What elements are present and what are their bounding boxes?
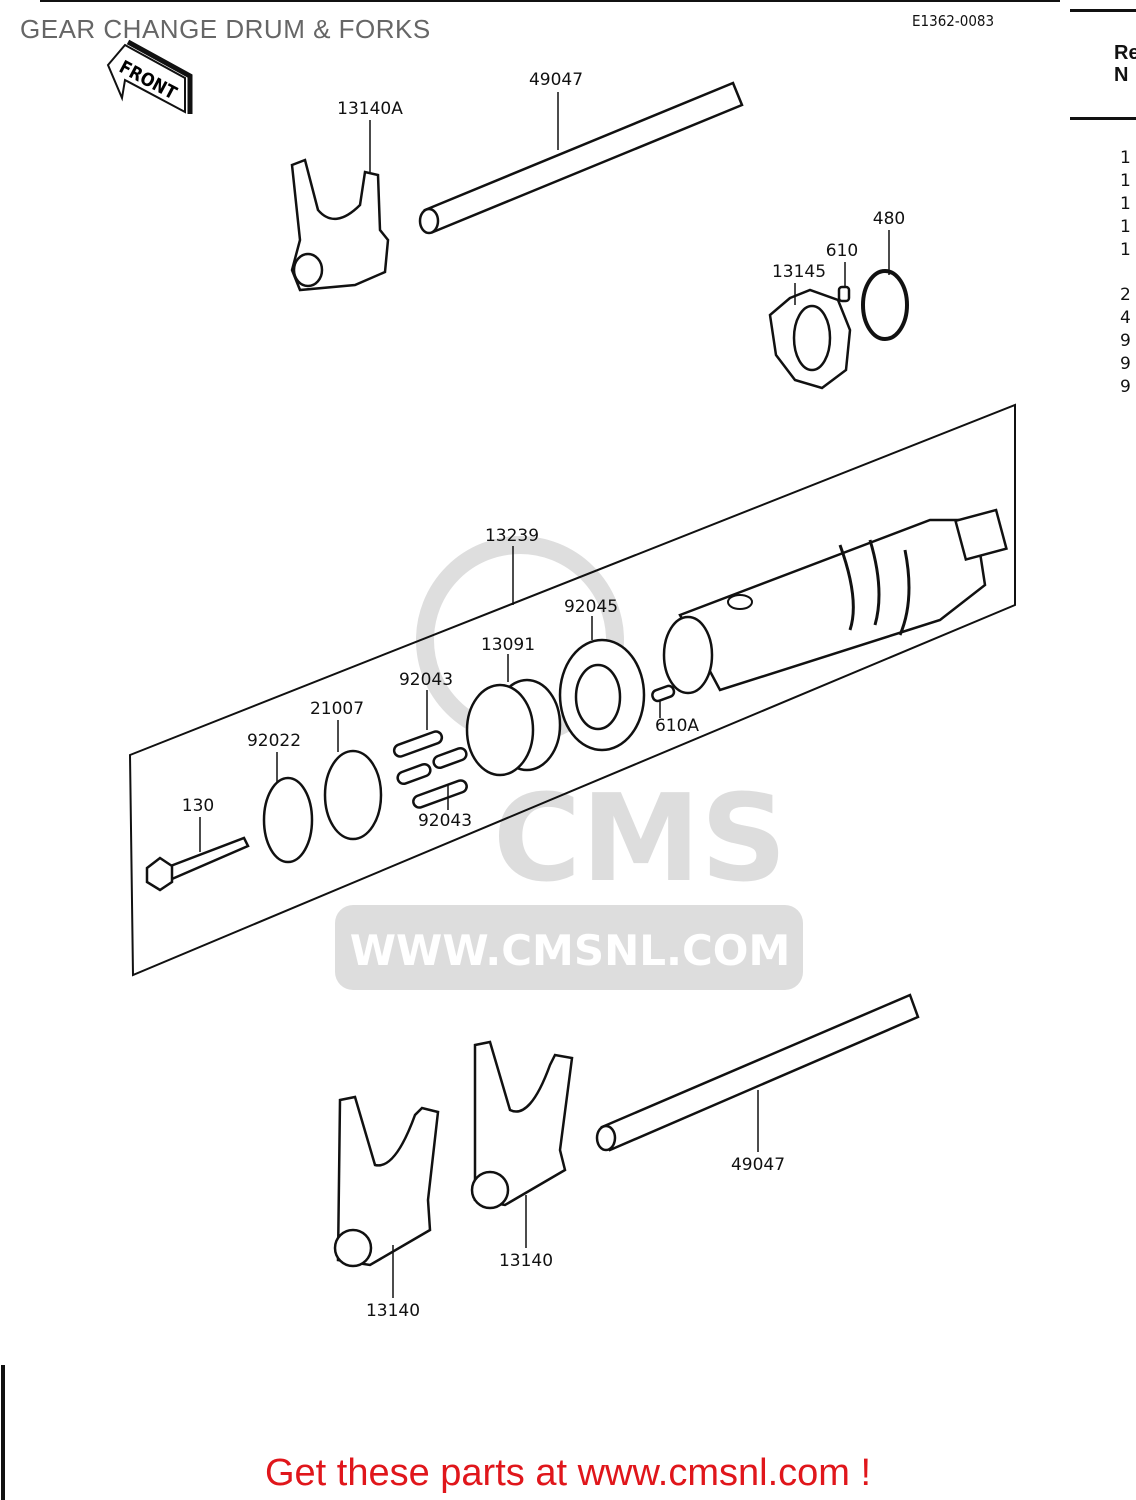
page-title: GEAR CHANGE DRUM & FORKS bbox=[20, 14, 431, 44]
label-13145: 13145 bbox=[772, 262, 826, 282]
label-92022: 92022 bbox=[247, 731, 301, 751]
label-49047-top: 49047 bbox=[529, 70, 583, 90]
footer-link[interactable]: Get these parts at www.cmsnl.com ! bbox=[264, 1452, 872, 1494]
ref-item: 1 bbox=[1120, 171, 1131, 191]
label-92043-lower: 92043 bbox=[418, 811, 472, 831]
label-13140-mid: 13140 bbox=[499, 1251, 553, 1271]
label-13091: 13091 bbox=[481, 635, 535, 655]
stopper-92022 bbox=[262, 776, 314, 864]
ref-item: 4 bbox=[1120, 308, 1131, 328]
ref-item: 1 bbox=[1120, 217, 1131, 237]
label-480: 480 bbox=[873, 209, 905, 229]
ref-item: 1 bbox=[1120, 194, 1131, 214]
label-21007: 21007 bbox=[310, 699, 364, 719]
drum-assembly-panel bbox=[128, 403, 1016, 977]
front-arrow-icon: FRONT bbox=[106, 39, 193, 114]
shift-fork-13140-mid bbox=[470, 1040, 574, 1210]
label-92045: 92045 bbox=[564, 597, 618, 617]
circlip bbox=[861, 269, 909, 341]
ref-item: 2 bbox=[1120, 285, 1131, 305]
shift-fork-13140a bbox=[290, 158, 390, 292]
shift-shaft-top bbox=[418, 81, 744, 235]
ref-header-2: N bbox=[1114, 64, 1129, 86]
label-49047-bottom: 49047 bbox=[731, 1155, 785, 1175]
pins bbox=[392, 730, 468, 809]
ref-item: 1 bbox=[1120, 148, 1131, 168]
plate-21007 bbox=[323, 749, 383, 841]
label-13239: 13239 bbox=[485, 526, 539, 546]
bearing bbox=[558, 638, 646, 752]
pin-610 bbox=[837, 285, 851, 303]
ref-item: 9 bbox=[1120, 377, 1131, 397]
label-13140-left: 13140 bbox=[366, 1301, 420, 1321]
watermark: CMS WWW.CMSNL.COM bbox=[335, 536, 803, 990]
pin-610a bbox=[651, 684, 676, 703]
watermark-url: WWW.CMSNL.COM bbox=[350, 926, 791, 975]
ref-item: 1 bbox=[1120, 240, 1131, 260]
ref-item: 9 bbox=[1120, 354, 1131, 374]
bolt-130 bbox=[145, 836, 250, 892]
diagram-code: E1362-0083 bbox=[912, 12, 995, 30]
label-92043-upper: 92043 bbox=[399, 670, 453, 690]
gear-change-drum bbox=[662, 508, 1008, 695]
ref-header-1: Re bbox=[1114, 42, 1136, 64]
shift-shaft-bottom bbox=[595, 993, 920, 1152]
shift-fork-13140-left bbox=[333, 1095, 440, 1268]
watermark-logo: CMS bbox=[493, 770, 787, 909]
label-130: 130 bbox=[182, 796, 214, 816]
pin-holder bbox=[465, 678, 562, 777]
label-13140a: 13140A bbox=[337, 99, 403, 119]
label-610a: 610A bbox=[655, 716, 699, 736]
ref-item: 9 bbox=[1120, 331, 1131, 351]
label-610: 610 bbox=[826, 241, 858, 261]
